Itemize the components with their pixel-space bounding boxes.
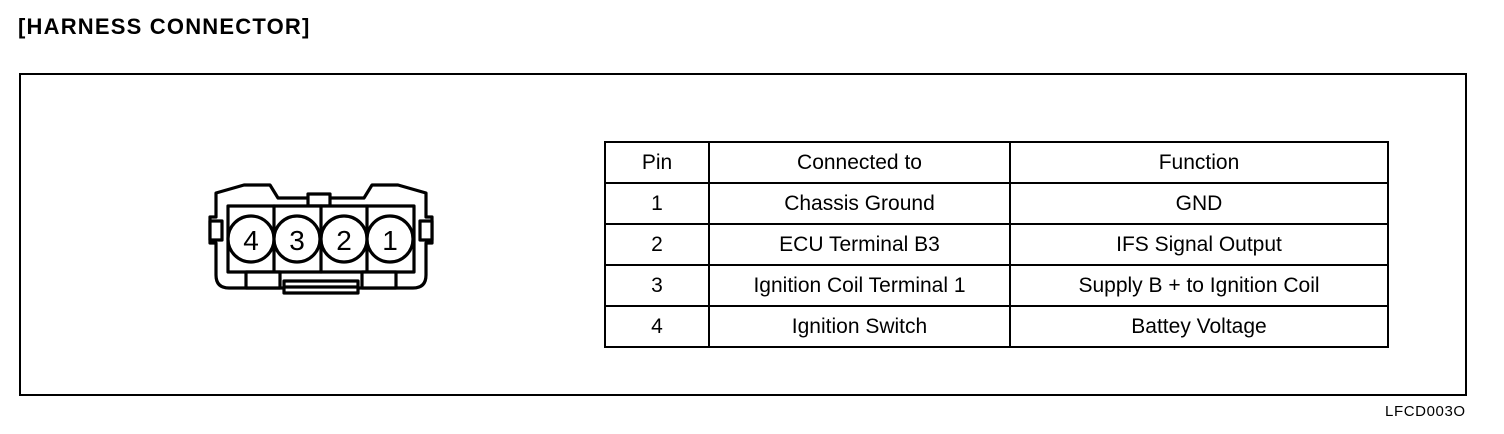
cell-pin: 4 (604, 305, 710, 348)
connector-top-key-tab (306, 192, 332, 208)
pin-assignment-table: Pin Connected to Function 1 Chassis Grou… (604, 141, 1389, 348)
column-header-connected-to: Connected to (708, 141, 1011, 184)
cell-function: GND (1009, 182, 1389, 225)
table-row: 4 Ignition Switch Battey Voltage (604, 305, 1389, 348)
cell-connected-to: ECU Terminal B3 (708, 223, 1011, 266)
pin-number-3: 3 (289, 225, 305, 256)
pin-circle-1 (365, 214, 415, 264)
figure-code-label: LFCD003O (1385, 403, 1466, 420)
pin-number-1: 1 (382, 225, 398, 256)
cell-connected-to: Ignition Switch (708, 305, 1011, 348)
connector-pin-circles (226, 214, 415, 264)
cell-connected-to: Ignition Coil Terminal 1 (708, 264, 1011, 307)
cell-function: Supply B + to Ignition Coil (1009, 264, 1389, 307)
cell-pin: 3 (604, 264, 710, 307)
cell-pin: 2 (604, 223, 710, 266)
table-header-row: Pin Connected to Function (604, 141, 1389, 184)
page-title: [HARNESS CONNECTOR] (18, 14, 311, 39)
harness-connector-drawing: 4 3 2 1 (186, 171, 456, 306)
connector-bottom-notch-right (360, 270, 398, 290)
table-row: 1 Chassis Ground GND (604, 182, 1389, 225)
table-row: 3 Ignition Coil Terminal 1 Supply B + to… (604, 264, 1389, 307)
connector-svg: 4 3 2 1 (208, 183, 434, 295)
cell-connected-to: Chassis Ground (708, 182, 1011, 225)
connector-right-latch (418, 219, 434, 242)
cell-function: IFS Signal Output (1009, 223, 1389, 266)
cell-pin: 1 (604, 182, 710, 225)
pin-number-2: 2 (336, 225, 352, 256)
cell-function: Battey Voltage (1009, 305, 1389, 348)
table-row: 2 ECU Terminal B3 IFS Signal Output (604, 223, 1389, 266)
connector-pin-numbers: 4 3 2 1 (243, 225, 398, 256)
column-header-function: Function (1009, 141, 1389, 184)
connector-bottom-notch-left (244, 270, 282, 290)
pin-number-4: 4 (243, 225, 259, 256)
connector-left-latch (208, 219, 224, 242)
column-header-pin: Pin (604, 141, 710, 184)
